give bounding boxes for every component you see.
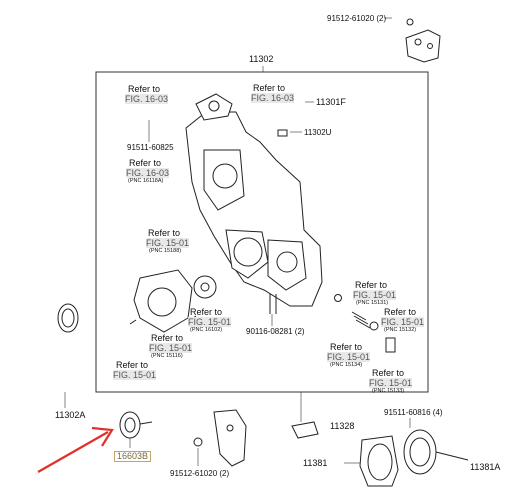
ref-8-text: Refer to [355, 280, 388, 290]
ref-11-text: Refer to [372, 368, 405, 378]
mount-bracket-bottom [193, 409, 247, 467]
label-11302u: 11302U [304, 128, 332, 137]
ref-7-fig[interactable]: FIG. 15-01 [113, 370, 157, 380]
label-11301f: 11301F [316, 97, 346, 107]
ref-4-text: Refer to [148, 228, 181, 238]
ref-5-text: Refer to [190, 307, 223, 317]
ref-3-fig[interactable]: FIG. 16-03 [126, 168, 170, 178]
ref-3-text: Refer to [129, 158, 162, 168]
ref-8-fig[interactable]: FIG. 15-01 [353, 290, 397, 300]
label-91512-61020-bottom: 91512-61020 (2) [170, 469, 230, 478]
ref-9-fig[interactable]: FIG. 15-01 [381, 317, 425, 327]
ref-10-pnc: (PNC 15134) [330, 362, 363, 368]
timing-cover-body [185, 93, 323, 307]
ref-11-pnc: (PNC 15133) [372, 388, 405, 394]
label-91511-60816: 91511-60816 (4) [384, 408, 443, 417]
ref-2-text: Refer to [253, 83, 286, 93]
label-11302a: 11302A [55, 410, 86, 420]
highlight-arrow [37, 426, 114, 473]
ref-6-text: Refer to [151, 333, 184, 343]
ref-4-fig[interactable]: FIG. 15-01 [146, 238, 190, 248]
ref-5-fig[interactable]: FIG. 15-01 [188, 317, 232, 327]
ref-1-fig[interactable]: FIG. 16-03 [125, 94, 169, 104]
label-11381: 11381 [303, 458, 328, 468]
label-16603b: 16603B [114, 451, 152, 462]
ref-6-fig[interactable]: FIG. 15-01 [149, 343, 193, 353]
ref-10-text: Refer to [330, 342, 363, 352]
oil-seal-11302a [57, 303, 79, 333]
ref-10-fig[interactable]: FIG. 15-01 [327, 352, 371, 362]
ref-7-text: Refer to [116, 360, 149, 370]
cover-11381-group [291, 421, 469, 487]
ref-9-text: Refer to [384, 307, 417, 317]
ref-4-pnc: (PNC 15188) [149, 248, 182, 254]
label-11328: 11328 [330, 421, 355, 431]
relief-valve-parts [277, 129, 396, 353]
pulley-16603b [119, 411, 153, 439]
ref-3-pnc: (PNC 16118A) [128, 178, 164, 184]
ref-9-pnc: (PNC 15132) [384, 327, 417, 333]
mount-bracket-top [405, 18, 441, 63]
label-11381a: 11381A [470, 462, 501, 472]
label-91511-60825: 91511-60825 [127, 143, 174, 152]
label-90116-08281: 90116-08281 (2) [246, 327, 305, 336]
ref-5-pnc: (PNC 16102) [190, 327, 223, 333]
ref-11-fig[interactable]: FIG. 15-01 [369, 378, 413, 388]
ref-1-text: Refer to [128, 84, 161, 94]
label-11302: 11302 [249, 54, 274, 64]
ref-6-pnc: (PNC 15116) [151, 353, 183, 359]
ref-8-pnc: (PNC 15131) [356, 300, 389, 306]
ref-2-fig[interactable]: FIG. 16-03 [251, 93, 295, 103]
assembly-frame [95, 71, 429, 393]
oil-pump-parts [129, 269, 277, 333]
label-91512-61020-top: 91512-61020 (2) [327, 14, 387, 23]
